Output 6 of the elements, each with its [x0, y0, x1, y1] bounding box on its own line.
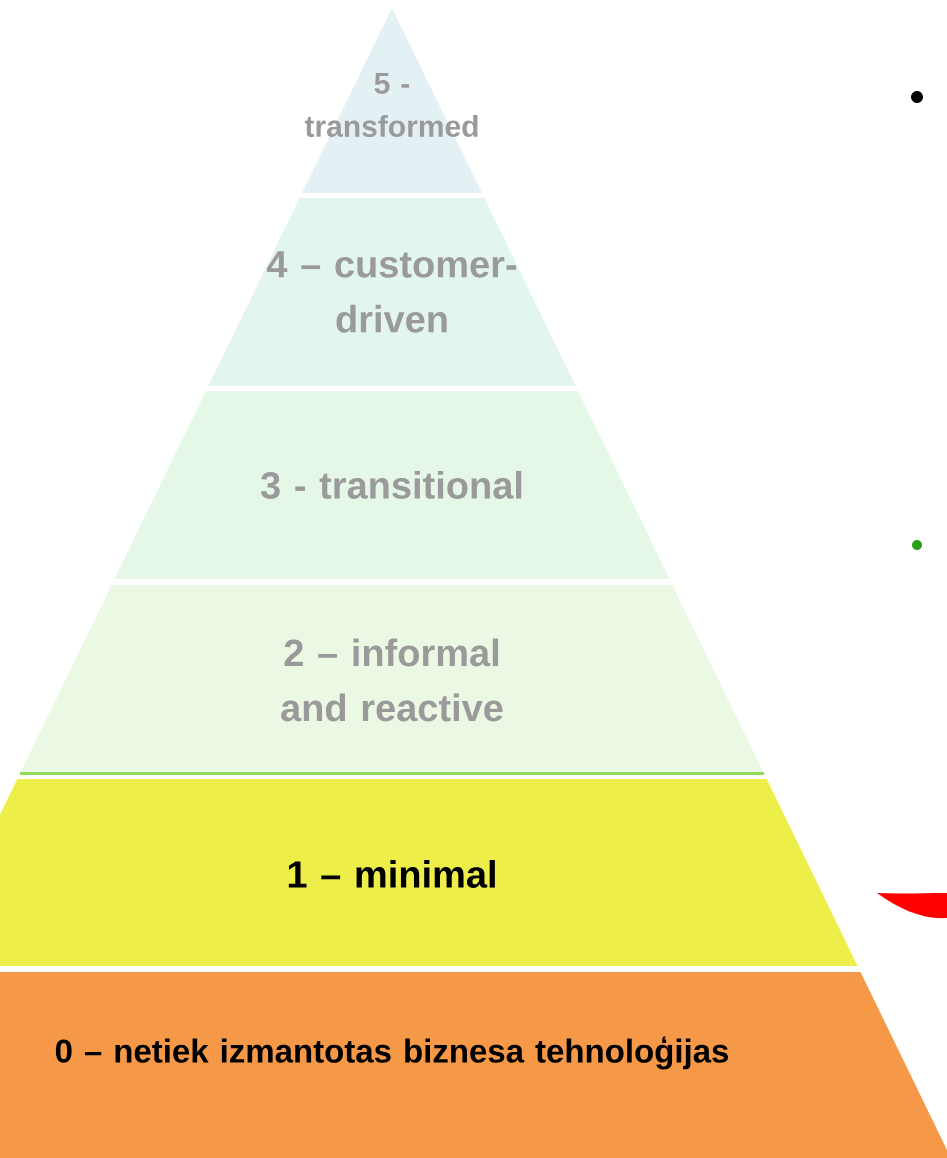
- pyramid-level: 4 – customer-driven: [208, 198, 576, 386]
- pyramid-level: 1 – minimal: [0, 779, 858, 966]
- pyramid-level: 2 – informal and reactive: [20, 585, 764, 772]
- pyramid-level: 3 - transitional: [114, 391, 670, 579]
- pyramid-level: 0 – netiek izmantotas biznesa tehnoloģijas: [0, 972, 947, 1158]
- pyramid-level: 5 - transformed: [302, 8, 482, 193]
